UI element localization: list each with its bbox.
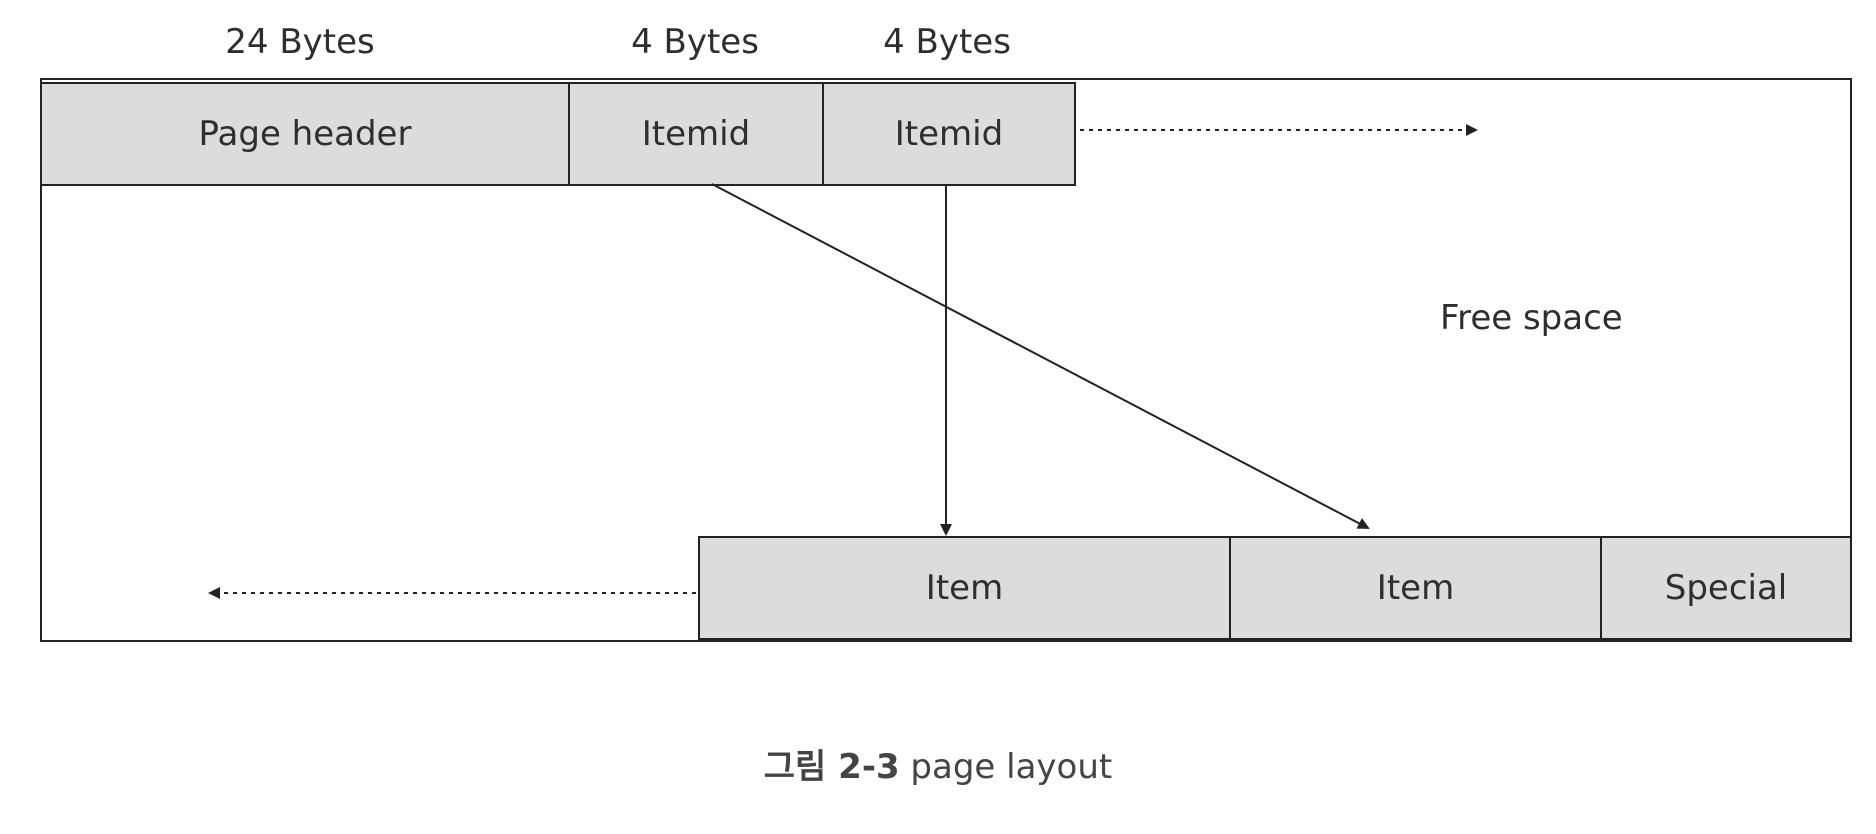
free-space-label: Free space: [1440, 298, 1623, 338]
caption-prefix: 그림: [763, 747, 839, 787]
item-cell-1: Item: [698, 536, 1231, 640]
caption-number: 2-3: [838, 747, 900, 787]
size-label-itemid-1: 4 Bytes: [631, 22, 759, 62]
size-label-page-header: 24 Bytes: [225, 22, 375, 62]
itemid-cell-2: Itemid: [822, 82, 1076, 186]
figure-caption: 그림 2-3 page layout: [0, 744, 1876, 790]
special-cell: Special: [1600, 536, 1852, 640]
itemid-cell-1: Itemid: [568, 82, 824, 186]
size-label-itemid-2: 4 Bytes: [883, 22, 1011, 62]
page-frame: [40, 78, 1852, 642]
item-cell-2: Item: [1229, 536, 1602, 640]
caption-text: page layout: [899, 747, 1113, 787]
page-header-cell: Page header: [40, 82, 570, 186]
